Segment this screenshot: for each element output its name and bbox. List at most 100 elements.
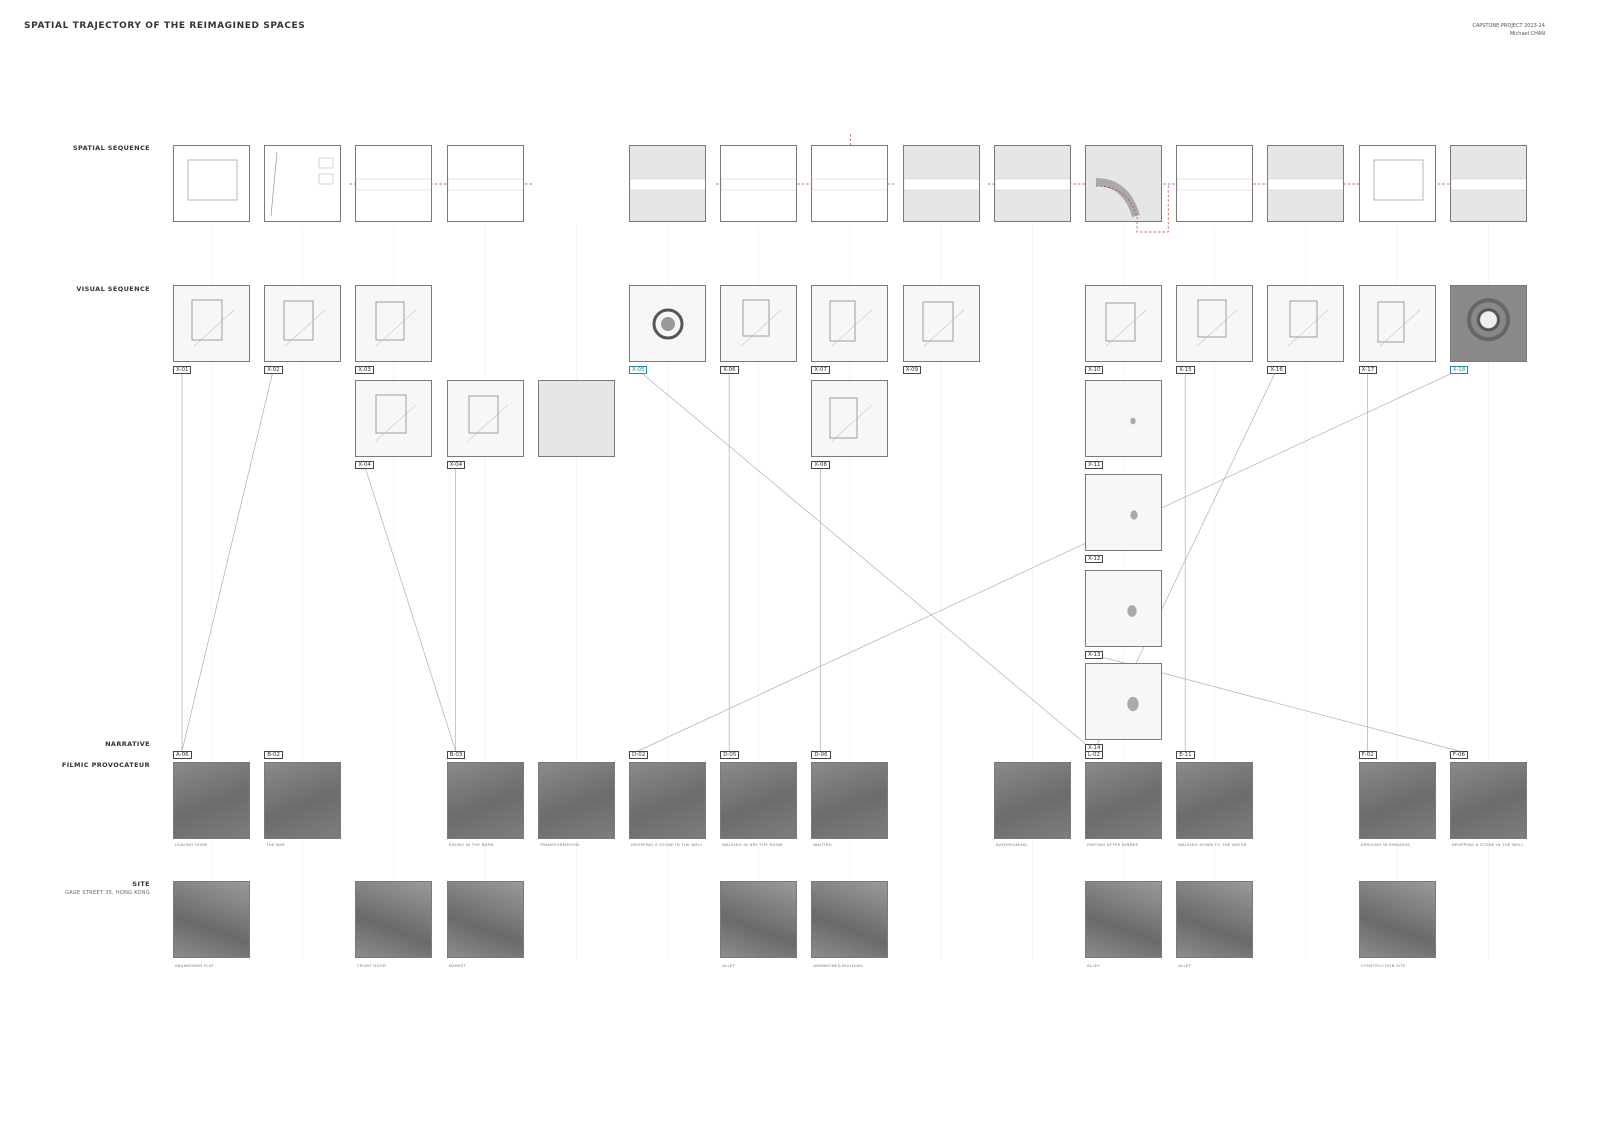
link-line xyxy=(364,464,456,752)
spatial-frame[interactable] xyxy=(355,145,433,222)
spatial-frame[interactable] xyxy=(1449,145,1527,222)
sketch-drawing xyxy=(1377,301,1420,347)
visual-frame[interactable] xyxy=(720,285,798,362)
film-caption: WAITING xyxy=(813,842,832,847)
site-photo[interactable] xyxy=(355,881,433,958)
visual-tag: X-07 xyxy=(811,366,830,374)
link-line xyxy=(637,369,1095,752)
floorplan-sketch xyxy=(1450,178,1526,191)
visual-frame[interactable] xyxy=(1085,474,1162,551)
film-still[interactable] xyxy=(993,762,1071,839)
film-still[interactable] xyxy=(629,762,706,839)
visual-tag: X-12 xyxy=(1085,555,1104,563)
visual-frame[interactable] xyxy=(1267,285,1345,362)
film-caption: HIDING IN THE BARN xyxy=(448,842,494,847)
visual-frame[interactable] xyxy=(811,285,889,362)
spatial-frame[interactable] xyxy=(264,145,342,222)
spatial-frame[interactable] xyxy=(811,145,889,222)
sketch-drawing xyxy=(376,394,417,442)
floorplan-sketch xyxy=(1373,159,1423,201)
film-still[interactable] xyxy=(811,762,889,839)
film-still[interactable] xyxy=(1358,762,1436,839)
visual-frame[interactable] xyxy=(1358,285,1436,362)
row-label-filmic-provocateur: FILMIC PROVOCATEUR xyxy=(61,761,150,769)
visual-tag: X-01 xyxy=(173,366,192,374)
visual-frame[interactable] xyxy=(1449,285,1527,362)
sketch-drawing xyxy=(467,395,508,442)
sketch-drawing xyxy=(191,299,235,347)
spatial-frame[interactable] xyxy=(446,145,524,222)
sketch-drawing xyxy=(1130,510,1138,520)
film-still[interactable] xyxy=(1085,762,1162,839)
film-caption: PARTING AFTER DINNER xyxy=(1087,842,1139,847)
visual-tag: X-13 xyxy=(1085,651,1104,659)
spatial-frame[interactable] xyxy=(173,145,250,222)
site-photo[interactable] xyxy=(811,881,889,958)
spatial-frame[interactable] xyxy=(629,145,706,222)
visual-tag: X-15 xyxy=(1176,366,1195,374)
site-photo[interactable] xyxy=(446,881,524,958)
floorplan-sketch xyxy=(187,159,238,201)
sketch-drawing xyxy=(1197,299,1238,347)
film-still[interactable] xyxy=(1449,762,1527,839)
film-still[interactable] xyxy=(446,762,524,839)
visual-frame[interactable] xyxy=(629,285,706,362)
narrative-tag: E-11 xyxy=(1176,751,1195,759)
visual-tag: X-16 xyxy=(1267,366,1286,374)
visual-frame[interactable] xyxy=(1085,663,1162,740)
visual-frame[interactable] xyxy=(537,380,615,457)
sketch-drawing xyxy=(1288,300,1329,347)
spatial-frame[interactable] xyxy=(902,145,980,222)
site-photo[interactable] xyxy=(1358,881,1436,958)
film-still[interactable] xyxy=(537,762,615,839)
narrative-tag: L-02 xyxy=(1085,751,1103,759)
visual-frame[interactable] xyxy=(355,285,433,362)
sketch-drawing xyxy=(652,308,684,340)
site-photo[interactable] xyxy=(720,881,798,958)
sketch-drawing xyxy=(922,301,964,347)
spatial-frame[interactable] xyxy=(993,145,1071,222)
visual-frame[interactable] xyxy=(264,285,342,362)
visual-frame[interactable] xyxy=(173,285,250,362)
visual-frame[interactable] xyxy=(902,285,980,362)
film-still[interactable] xyxy=(1176,762,1254,839)
spatial-frame[interactable] xyxy=(720,145,798,222)
floorplan-sketch xyxy=(630,178,705,191)
visual-frame[interactable] xyxy=(811,380,889,457)
spatial-frame[interactable] xyxy=(1085,145,1162,222)
film-caption: ARRIVING IN PARADISE xyxy=(1360,842,1411,847)
visual-frame[interactable] xyxy=(1085,285,1162,362)
site-photo[interactable] xyxy=(1176,881,1254,958)
link-line xyxy=(637,369,1459,752)
visual-tag: X-03 xyxy=(355,366,374,374)
sketch-drawing xyxy=(1127,696,1139,712)
site-caption: ABANDONED FLAT xyxy=(175,963,215,968)
narrative-tag: A-06 xyxy=(173,751,192,759)
link-line xyxy=(181,369,274,752)
floorplan-sketch xyxy=(356,178,432,191)
visual-frame[interactable] xyxy=(446,380,524,457)
film-still[interactable] xyxy=(720,762,798,839)
visual-frame[interactable] xyxy=(1085,570,1162,647)
site-caption: ALLEY xyxy=(1178,963,1192,968)
visual-tag: X-18 xyxy=(1449,366,1469,374)
site-address: GAGE STREET 35, HONG KONG xyxy=(65,890,150,896)
spatial-frame[interactable] xyxy=(1267,145,1345,222)
sketch-drawing xyxy=(1130,417,1136,425)
visual-tag: X-05 xyxy=(629,366,648,374)
film-caption: WALKING DOWN TO THE WATER xyxy=(1178,842,1247,847)
film-caption: THE BAR xyxy=(266,842,285,847)
visual-frame[interactable] xyxy=(1085,380,1162,457)
site-photo[interactable] xyxy=(173,881,250,958)
site-photo[interactable] xyxy=(1085,881,1162,958)
floorplan-sketch xyxy=(1095,178,1140,221)
film-still[interactable] xyxy=(173,762,250,839)
visual-frame[interactable] xyxy=(1176,285,1254,362)
floorplan-sketch xyxy=(447,178,523,191)
film-still[interactable] xyxy=(264,762,342,839)
narrative-tag: D-02 xyxy=(629,751,649,759)
visual-frame[interactable] xyxy=(355,380,433,457)
spatial-frame[interactable] xyxy=(1358,145,1436,222)
narrative-tag: B-02 xyxy=(264,751,283,759)
spatial-frame[interactable] xyxy=(1176,145,1254,222)
